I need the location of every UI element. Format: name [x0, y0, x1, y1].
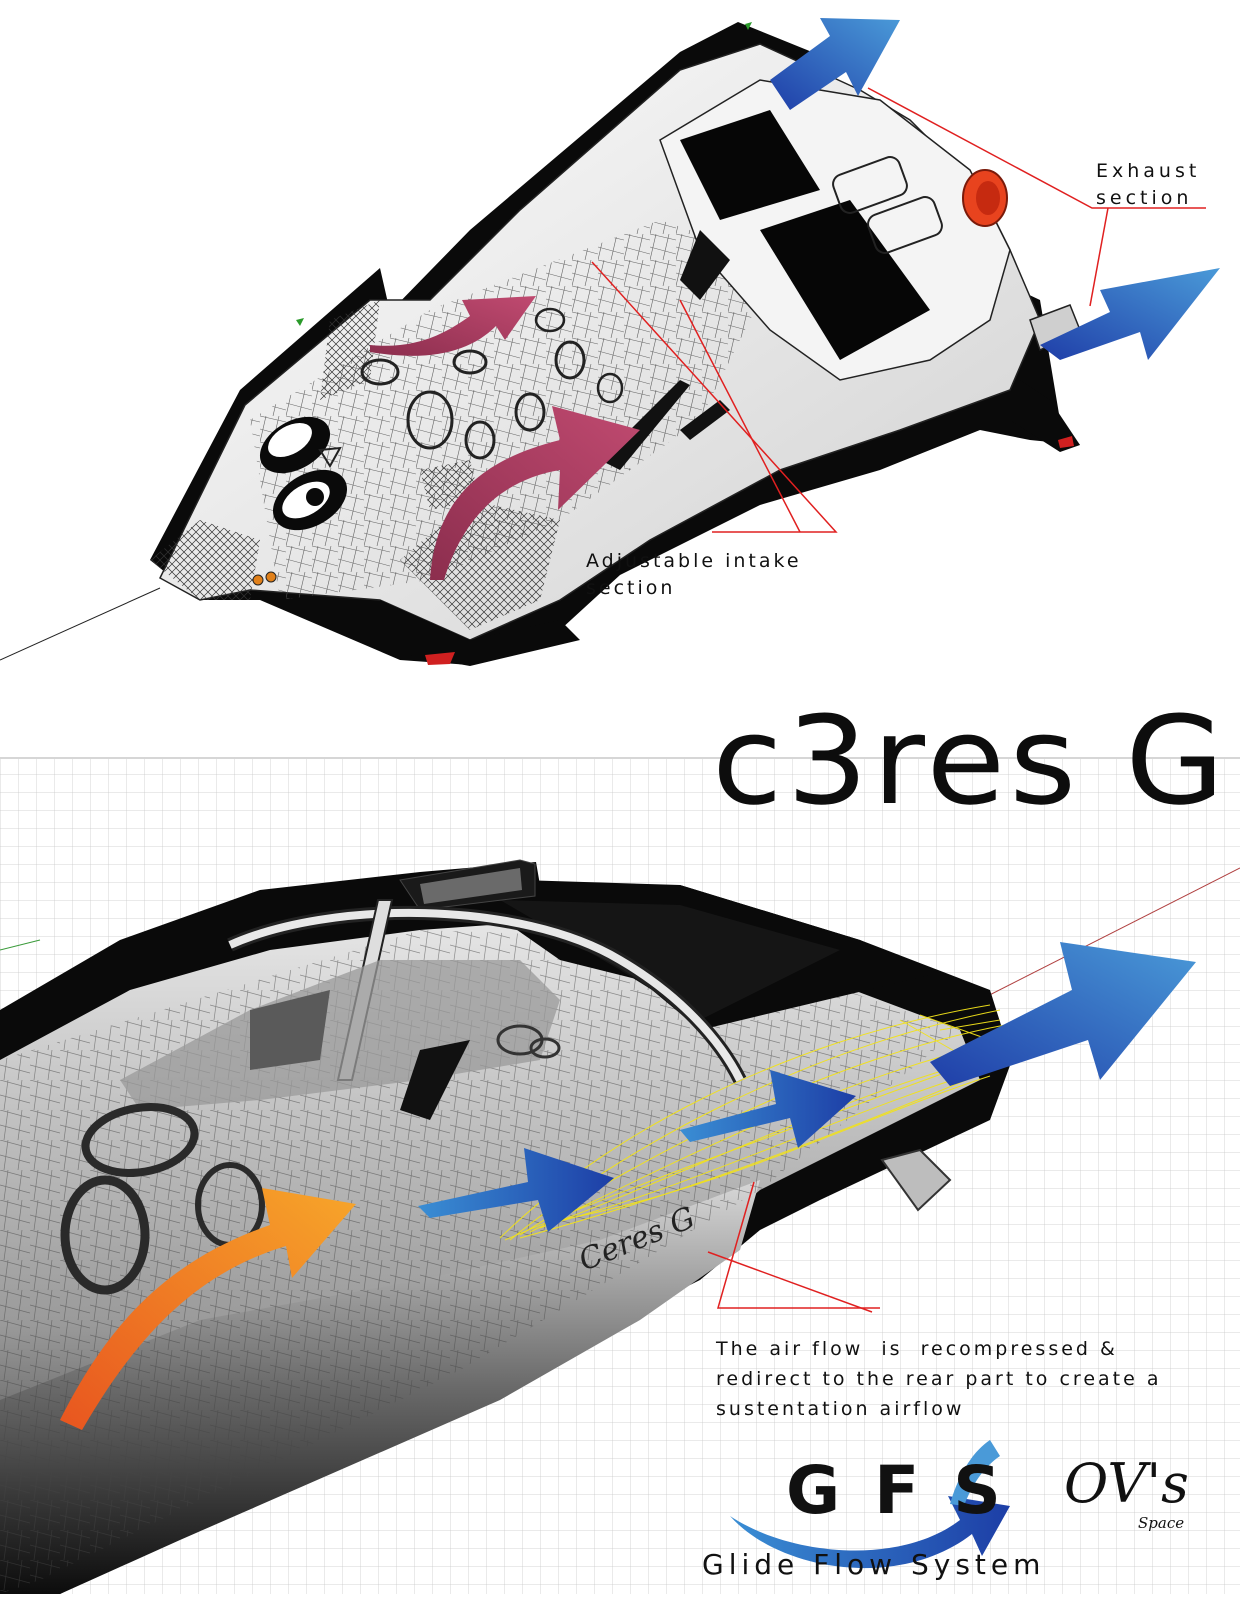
brand-logo-subtext: Space [1138, 1514, 1184, 1532]
spacecraft-top-view [0, 22, 1080, 666]
exhaust-section-label: Exhaust section [1096, 158, 1200, 212]
airflow-line-1: The air flow is recompressed & [716, 1334, 1216, 1364]
exhaust-label-line-1: Exhaust [1096, 158, 1200, 185]
brand-logo: OV's [1064, 1452, 1189, 1515]
gfs-logo-text: GFS [786, 1452, 1035, 1529]
airflow-line-2: redirect to the rear part to create a [716, 1364, 1216, 1394]
product-title: c3res G [712, 690, 1229, 832]
exhaust-label-line-2: section [1096, 185, 1200, 212]
intake-section-label: Adjustable intake section [586, 548, 802, 602]
intake-label-line-2: section [586, 575, 802, 602]
airflow-line-3: sustentation airflow [716, 1394, 1216, 1424]
gfs-full-name: Glide Flow System [702, 1548, 1045, 1581]
intake-label-line-1: Adjustable intake [586, 548, 802, 575]
airflow-description-label: The air flow is recompressed & redirect … [716, 1334, 1216, 1424]
